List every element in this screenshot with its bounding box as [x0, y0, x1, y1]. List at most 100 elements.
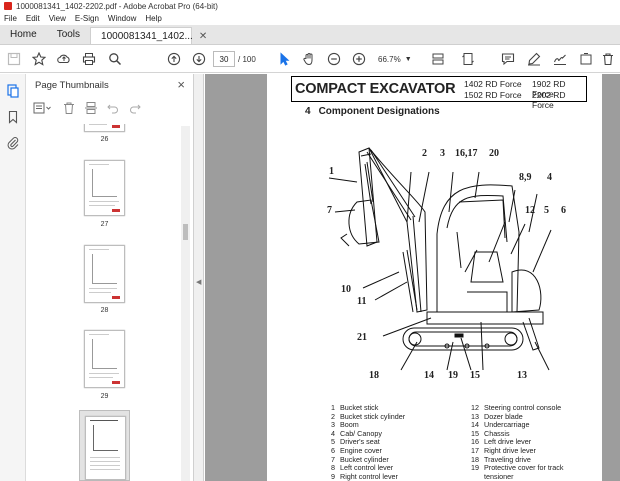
bookmark-star-icon[interactable]	[31, 51, 47, 67]
redact-icon[interactable]	[578, 51, 594, 67]
legend-item: tensioner	[484, 471, 514, 481]
scroll-mode-icon[interactable]	[460, 51, 476, 67]
page-thumbnail[interactable]	[84, 124, 125, 132]
acrobat-app-icon	[4, 2, 12, 10]
tab-document[interactable]: 1000081341_1402... ✕	[90, 27, 207, 44]
page-thumbnail	[85, 416, 126, 480]
hand-tool-icon[interactable]	[301, 51, 317, 67]
excavator-drawing	[328, 147, 552, 371]
model-label: 1502 RD Force	[464, 90, 522, 100]
callout-18: 18	[369, 370, 379, 381]
collapse-panel-icon[interactable]: ◀	[196, 279, 202, 286]
window-title: 1000081341_1402-2202.pdf - Adobe Acrobat…	[16, 1, 218, 11]
panel-splitter[interactable]: ◀	[194, 74, 204, 481]
page-thumbnail[interactable]	[84, 245, 125, 303]
callout-16-17: 16,17	[455, 148, 478, 159]
main-toolbar: 30 / 100 66.7% ▼	[0, 45, 620, 73]
search-icon[interactable]	[107, 51, 123, 67]
document-viewer[interactable]: COMPACT EXCAVATOR 1402 RD Force 1902 RD …	[205, 74, 620, 481]
zoom-level-select[interactable]: 66.7% ▼	[378, 51, 414, 67]
page-total: / 100	[238, 55, 256, 64]
attachments-nav-icon[interactable]	[6, 136, 20, 150]
callout-6: 6	[561, 205, 566, 216]
select-cursor-icon[interactable]	[276, 51, 292, 67]
callout-8-9: 8,9	[519, 172, 532, 183]
section-number: 4	[305, 106, 311, 117]
chevron-down-icon: ▼	[404, 55, 412, 63]
page-thumbnail-selected[interactable]	[79, 410, 130, 481]
save-icon[interactable]	[6, 51, 22, 67]
model-label: 2202 RD Force	[532, 90, 566, 110]
zoom-out-icon[interactable]	[326, 51, 342, 67]
undo-icon[interactable]	[106, 101, 120, 115]
close-tab-icon[interactable]: ✕	[198, 30, 208, 42]
delete-trash-icon[interactable]	[600, 51, 616, 67]
panel-options-icon[interactable]	[32, 101, 54, 115]
page-number-input[interactable]: 30	[213, 51, 235, 67]
thumbnail-scrollbar[interactable]	[181, 126, 190, 481]
callout-3: 3	[440, 148, 445, 159]
callout-14: 14	[424, 370, 434, 381]
callout-19: 19	[448, 370, 458, 381]
comment-icon[interactable]	[500, 51, 516, 67]
redo-icon[interactable]	[128, 101, 142, 115]
tab-bar: Home Tools 1000081341_1402... ✕	[0, 25, 620, 45]
pdf-page: COMPACT EXCAVATOR 1402 RD Force 1902 RD …	[267, 74, 602, 481]
sign-icon[interactable]	[552, 51, 568, 67]
tab-home[interactable]: Home	[10, 29, 37, 40]
zoom-in-icon[interactable]	[351, 51, 367, 67]
tab-tools[interactable]: Tools	[56, 29, 81, 40]
zoom-level-value: 66.7%	[378, 54, 401, 64]
upload-cloud-icon[interactable]	[56, 51, 72, 67]
window-titlebar: 1000081341_1402-2202.pdf - Adobe Acrobat…	[0, 0, 620, 12]
thumbnail-label: 29	[100, 393, 109, 400]
callout-5: 5	[544, 205, 549, 216]
thumbnail-list: 26 27 28 29	[26, 124, 186, 481]
bookmarks-nav-icon[interactable]	[6, 110, 20, 124]
scrollbar-thumb[interactable]	[183, 224, 188, 240]
menu-window[interactable]: Window	[107, 14, 137, 23]
close-icon[interactable]: ×	[177, 77, 185, 92]
print-icon[interactable]	[81, 51, 97, 67]
menu-esign[interactable]: E-Sign	[74, 14, 99, 23]
highlight-pen-icon[interactable]	[526, 51, 542, 67]
callout-13: 13	[517, 370, 527, 381]
page-thumbnail[interactable]	[84, 160, 125, 216]
page-display-icon[interactable]	[430, 51, 446, 67]
menu-file[interactable]: File	[4, 14, 17, 23]
insert-page-icon[interactable]	[84, 101, 98, 115]
thumbnail-label: 27	[100, 221, 109, 228]
callout-11: 11	[357, 296, 367, 307]
callout-21: 21	[357, 332, 367, 343]
page-thumbnails-nav-icon[interactable]	[6, 84, 20, 98]
callout-10: 10	[341, 284, 351, 295]
page-thumbnails-panel: Page Thumbnails × 26	[26, 74, 194, 481]
page-thumbnail[interactable]	[84, 330, 125, 388]
menu-view[interactable]: View	[48, 14, 66, 23]
delete-page-icon[interactable]	[62, 101, 76, 115]
thumbnail-label: 28	[100, 307, 109, 314]
menu-edit[interactable]: Edit	[25, 14, 40, 23]
panel-title: Page Thumbnails	[35, 80, 109, 91]
next-page-icon[interactable]	[191, 51, 207, 67]
callout-4: 4	[547, 172, 552, 183]
menu-bar: File Edit View E-Sign Window Help	[0, 12, 620, 25]
callout-1: 1	[329, 166, 334, 177]
previous-page-icon[interactable]	[166, 51, 182, 67]
menu-help[interactable]: Help	[145, 14, 162, 23]
